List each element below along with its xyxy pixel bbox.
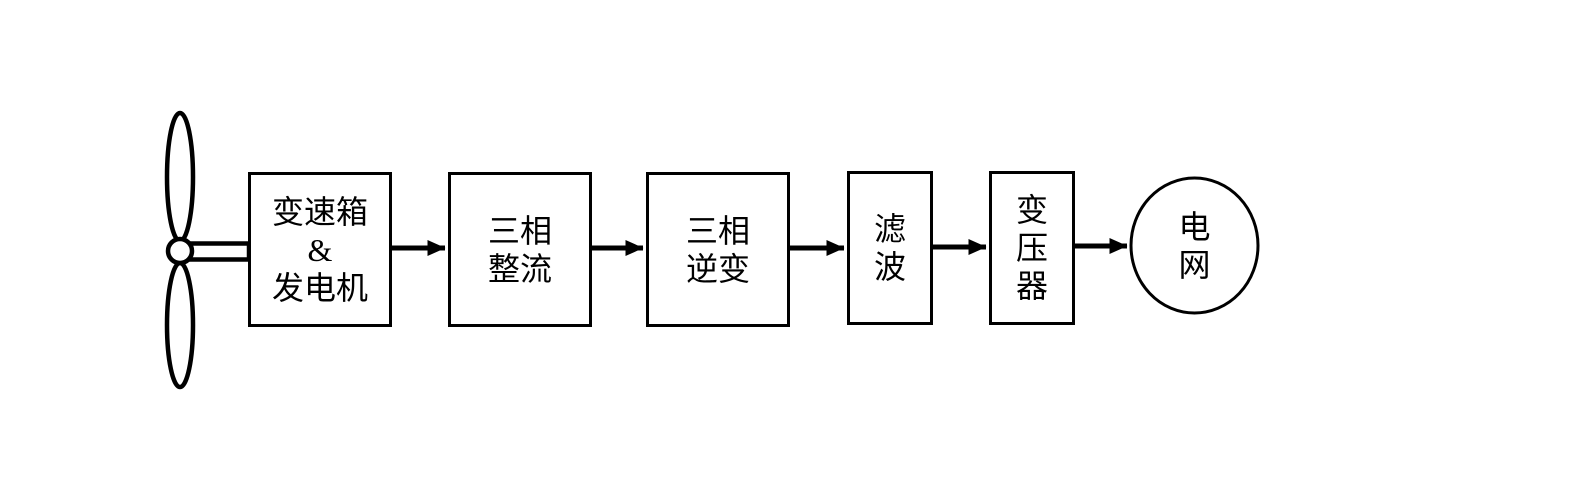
node-label-line: 整流 bbox=[487, 250, 552, 287]
node-grid-label: 电 网 bbox=[1130, 177, 1259, 314]
node-label-line: 发电机 bbox=[271, 269, 368, 306]
turbine-blade-bottom bbox=[164, 260, 196, 390]
grid-circle bbox=[1129, 176, 1260, 315]
node-three-phase-rectifier: 三相 整流 bbox=[448, 172, 592, 327]
node-filter: 滤 波 bbox=[847, 171, 933, 325]
turbine-shaft bbox=[183, 241, 252, 262]
node-label-line: 滤 bbox=[873, 211, 906, 247]
node-three-phase-inverter: 三相 逆变 bbox=[646, 172, 790, 327]
turbine-blade-top bbox=[164, 110, 196, 244]
node-label-line: 波 bbox=[873, 249, 906, 285]
node-label-line: 三相 bbox=[685, 212, 750, 249]
turbine-hub bbox=[165, 236, 195, 266]
node-label-line: 三相 bbox=[487, 212, 552, 249]
node-transformer: 变 压 器 bbox=[989, 171, 1075, 325]
node-label-line: 逆变 bbox=[685, 250, 750, 287]
wind-turbine-icon bbox=[164, 110, 252, 390]
node-label-line: 器 bbox=[1015, 268, 1048, 304]
node-label-line: & bbox=[307, 231, 333, 268]
node-label-line: 网 bbox=[1178, 246, 1211, 283]
node-label-line: 变速箱 bbox=[271, 193, 368, 230]
node-label-line: 压 bbox=[1015, 230, 1048, 266]
node-label-line: 变 bbox=[1015, 192, 1048, 228]
node-gearbox-generator: 变速箱 & 发电机 bbox=[248, 172, 392, 327]
node-label-line: 电 bbox=[1178, 208, 1211, 245]
